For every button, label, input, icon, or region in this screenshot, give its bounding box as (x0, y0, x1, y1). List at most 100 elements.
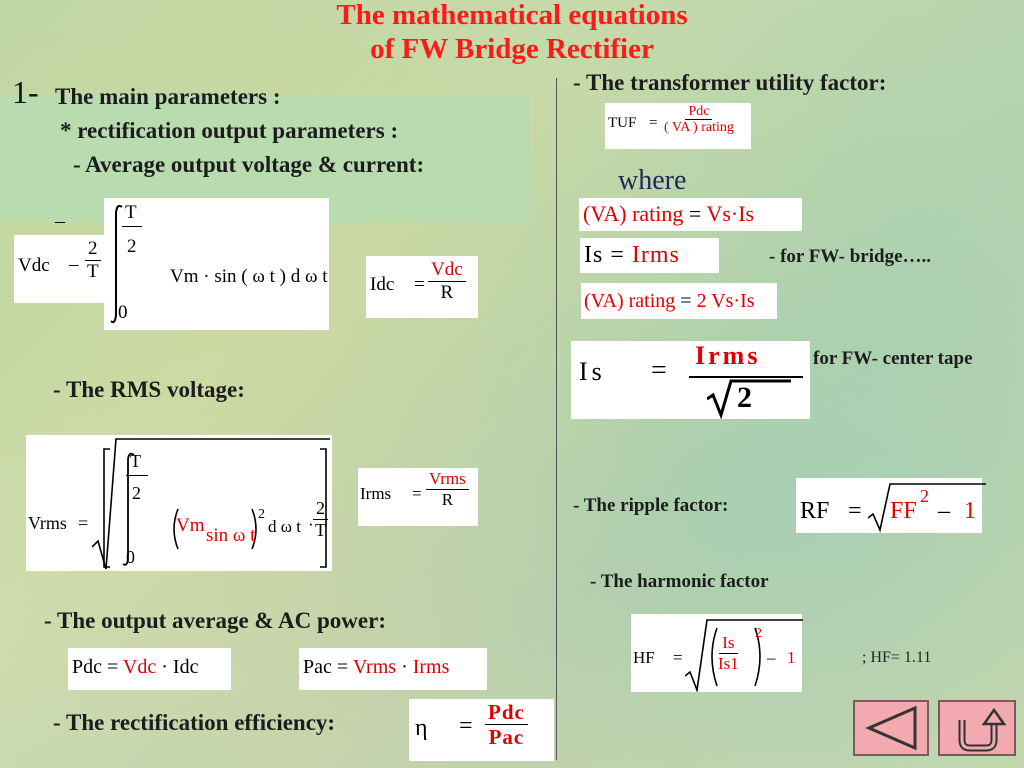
rf-equals: = (848, 498, 862, 524)
tuf-equals: = (649, 115, 658, 131)
rms-voltage-heading: - The RMS voltage: (53, 377, 245, 402)
rf-symbol: RF (800, 498, 830, 524)
power-heading: - The output average & AC power: (44, 608, 386, 633)
efficiency-equation: η = Pdc Pac (409, 699, 554, 761)
idc-numerator: Vdc (428, 259, 466, 282)
average-output-heading: - Average output voltage & current: (73, 152, 425, 177)
rf-exponent: 2 (920, 486, 929, 506)
harmonic-heading: - The harmonic factor (590, 571, 769, 592)
ripple-heading: - The ripple factor: (573, 495, 729, 516)
va-rating-fw-rhs: 2 Vs·Is (696, 290, 755, 312)
hf-radical (685, 619, 803, 692)
hf-fraction: Is Is1 (715, 633, 742, 673)
fw-bridge-label: - for FW- bridge….. (769, 246, 932, 267)
is-irms-equation: Is = Irms (580, 238, 719, 273)
hf-equals: = (673, 648, 683, 667)
vrms-int-upper-two: 2 (132, 483, 141, 503)
vrms-sinwt: sin ω t (206, 525, 256, 546)
back-button[interactable] (853, 700, 929, 756)
irms-equation: Irms = Vrms R (358, 468, 478, 526)
is-ct-line (689, 376, 803, 378)
vdc-integral-box: T 2 0 Vm · sin ( ω t ) d ω t (104, 198, 329, 330)
vrms-int-lower-zero: 0 (126, 547, 135, 567)
irms-numerator: Vrms (426, 469, 469, 490)
rectification-output-heading: * rectification output parameters : (60, 118, 399, 143)
pdc-symbol: Pdc (72, 656, 102, 678)
fw-center-label: for FW- center tape (813, 348, 973, 369)
integral-sign (110, 204, 123, 324)
irms-symbol: Irms (360, 484, 392, 503)
is-ct-symbol: Is (579, 357, 606, 386)
pac-equals: = (336, 656, 353, 678)
rf-minus: – (938, 498, 950, 524)
idc-symbol: Idc (370, 274, 395, 295)
hf-equation: HF = Is Is1 2 – 1 (631, 614, 803, 692)
is-ct-denominator: 2 (737, 381, 752, 414)
integral-upper-line (122, 226, 142, 227)
integral-upper-two: 2 (127, 236, 137, 257)
va-rating-lhs: (VA) rating (583, 201, 684, 226)
hf-exponent: 2 (755, 626, 762, 641)
pdc-dot: · (161, 656, 173, 678)
vrms-coef-numerator: 2 (313, 498, 328, 520)
tuf-denominator: ( VA ) rating (664, 120, 734, 136)
hf-denominator: Is1 (718, 653, 739, 673)
pac-symbol: Pac (303, 656, 332, 678)
triangle-left-icon (865, 705, 917, 751)
is-ct-numerator: Irms (695, 341, 761, 370)
rf-one: 1 (964, 498, 976, 524)
title-line-1: The mathematical equations (336, 0, 688, 31)
vrms-symbol: Vrms (28, 513, 67, 533)
efficiency-heading: - The rectification efficiency: (53, 710, 336, 735)
rf-equation: RF = FF 2 – 1 (796, 478, 986, 533)
eta-symbol: η (415, 715, 428, 741)
idc-denominator: R (440, 281, 454, 303)
pdc-vdc: Vdc (122, 656, 157, 678)
hf-symbol: HF (633, 648, 655, 667)
vrms-coef-denominator: T (315, 519, 326, 540)
tuf-heading: - The transformer utility factor: (573, 70, 887, 95)
pac-equation: Pac = Vrms · Irms (299, 648, 487, 690)
eta-numerator: Pdc (485, 700, 528, 726)
vrms-equals: = (78, 513, 89, 533)
sqrt-sign (707, 379, 791, 419)
idc-equation: Idc = Vdc R (366, 256, 478, 318)
idc-equals: = (414, 274, 425, 295)
tuf-equation: TUF = Pdc ( VA ) rating (605, 103, 751, 149)
vdc-coefficient: 2 T (84, 238, 102, 283)
eta-fraction: Pdc Pac (485, 700, 528, 750)
tuf-fraction: Pdc ( VA ) rating (661, 104, 737, 136)
integral-lower-zero: 0 (118, 302, 128, 323)
return-button[interactable] (938, 700, 1016, 756)
main-parameters-heading: The main parameters : (55, 84, 281, 109)
irms-equals: = (412, 484, 422, 503)
hf-minus: – (767, 648, 776, 667)
vdc-minus: – (69, 254, 79, 275)
pdc-idc: Idc (172, 656, 199, 678)
pac-dot: · (401, 656, 413, 678)
hf-numerator: Is (719, 633, 738, 654)
is-symbol: Is (584, 242, 604, 268)
pdc-equation: Pdc = Vdc · Idc (68, 648, 231, 690)
hf-one: 1 (787, 648, 796, 667)
tuf-numerator: Pdc (685, 104, 713, 121)
is-sqrt2-equation: Is = Irms 2 (571, 341, 810, 419)
vrms-dwt: d ω t (268, 517, 301, 536)
is-ct-equals: = (651, 355, 667, 386)
va-rating-equation: (VA) rating = Vs·Is (579, 198, 802, 231)
hf-value-note: ; HF= 1.11 (862, 649, 932, 666)
rf-radical (868, 483, 986, 533)
va-rating-fw-lhs: (VA) rating (584, 290, 676, 312)
irms-fraction: Vrms R (426, 469, 469, 509)
column-divider (556, 78, 557, 760)
pac-irms: Irms (412, 656, 450, 678)
u-turn-arrow-icon (958, 707, 1007, 752)
vrms-int-upper-T: T (130, 451, 141, 471)
vdc-coef-numerator: 2 (85, 238, 101, 261)
eta-denominator: Pac (488, 725, 525, 750)
vdc-coef-denominator: T (87, 260, 99, 282)
vdc-symbol: Vdc (18, 255, 50, 276)
eta-equals: = (459, 713, 473, 739)
vrms-square: 2 (258, 507, 265, 522)
va-rating-fw-equals: = (680, 290, 697, 312)
